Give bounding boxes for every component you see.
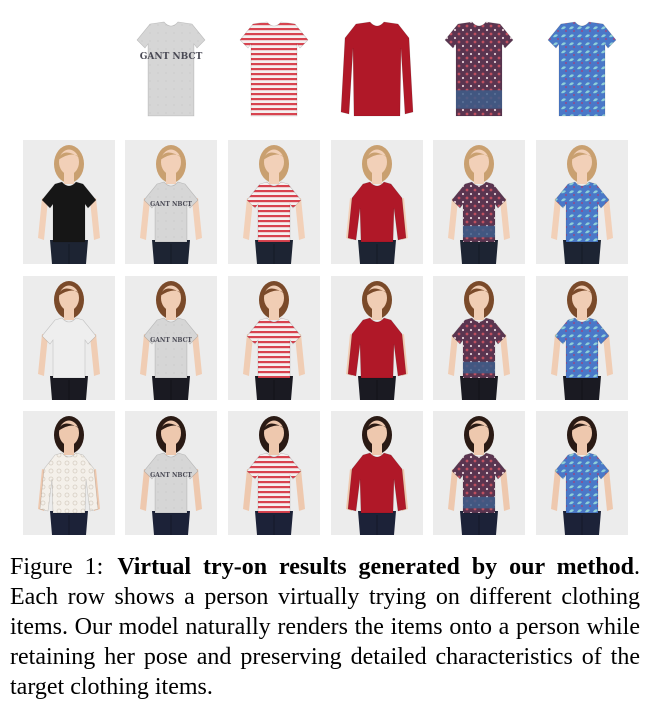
figure-caption: Figure 1: Virtual try-on results generate… bbox=[10, 552, 640, 702]
clothing-item-navy-pattern-blouse bbox=[433, 8, 525, 126]
svg-text:GANT NBCT: GANT NBCT bbox=[150, 337, 192, 344]
clothing-item-red-striped-tee bbox=[228, 8, 320, 126]
tryon-result-2-gray-gant-tee: GANT NBCT bbox=[125, 276, 217, 400]
tryon-result-1-blue-paisley-top bbox=[536, 140, 628, 264]
tryon-result-3-red-long-sleeve bbox=[331, 411, 423, 535]
figure-grid: GANT NBCT GANT NBCT GANT NBCT GANT NBCT bbox=[23, 8, 628, 535]
tryon-result-3-navy-pattern-blouse bbox=[433, 411, 525, 535]
tryon-result-1-red-long-sleeve bbox=[331, 140, 423, 264]
tryon-result-2-navy-pattern-blouse bbox=[433, 276, 525, 400]
tryon-result-3-gray-gant-tee: GANT NBCT bbox=[125, 411, 217, 535]
tryon-result-3-blue-paisley-top bbox=[536, 411, 628, 535]
reference-person-3 bbox=[23, 411, 115, 535]
reference-person-2 bbox=[23, 276, 115, 400]
caption-body: . Each row shows a person virtually tryi… bbox=[10, 554, 641, 700]
tryon-result-1-gray-gant-tee: GANT NBCT bbox=[125, 140, 217, 264]
clothing-item-blue-paisley-top bbox=[536, 8, 628, 126]
caption-label: Figure 1: bbox=[10, 554, 104, 580]
svg-text:GANT NBCT: GANT NBCT bbox=[150, 201, 192, 208]
tryon-result-2-red-long-sleeve bbox=[331, 276, 423, 400]
clothing-item-gray-gant-tee: GANT NBCT bbox=[125, 8, 217, 126]
svg-text:GANT NBCT: GANT NBCT bbox=[150, 472, 192, 479]
tryon-result-1-navy-pattern-blouse bbox=[433, 140, 525, 264]
caption-title: Virtual try-on results generated by our … bbox=[117, 554, 635, 580]
tryon-result-1-red-striped-tee bbox=[228, 140, 320, 264]
svg-text:GANT NBCT: GANT NBCT bbox=[140, 52, 203, 62]
tryon-result-2-red-striped-tee bbox=[228, 276, 320, 400]
clothing-item-red-long-sleeve bbox=[331, 8, 423, 126]
reference-person-1 bbox=[23, 140, 115, 264]
tryon-result-3-red-striped-tee bbox=[228, 411, 320, 535]
tryon-result-2-blue-paisley-top bbox=[536, 276, 628, 400]
